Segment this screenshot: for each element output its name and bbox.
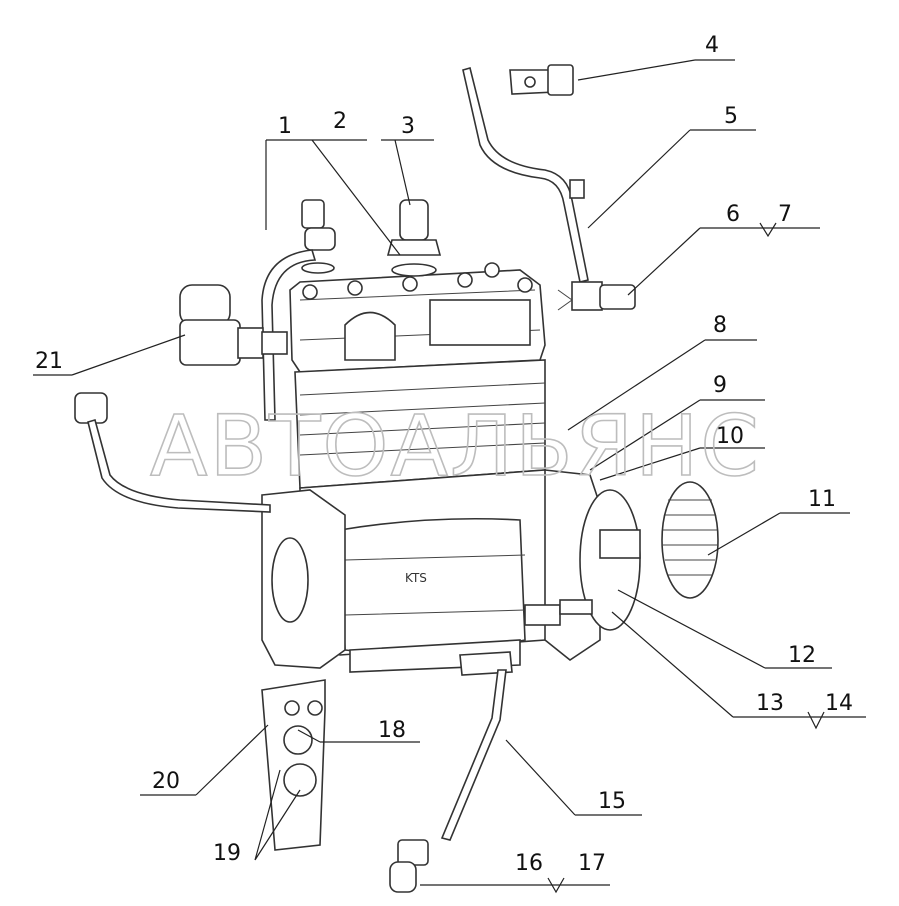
bolt-13	[559, 599, 593, 615]
callout-8: 8	[713, 313, 727, 338]
head-box	[429, 299, 531, 346]
leader-lines	[33, 59, 866, 894]
rear-plate	[579, 489, 641, 631]
fitting-16-17	[389, 839, 429, 893]
top-fitting	[386, 199, 442, 277]
callout-10: 10	[716, 424, 744, 449]
banjo-bolt-4	[509, 64, 574, 96]
callout-2: 2	[333, 109, 347, 134]
callout-4: 4	[705, 33, 719, 58]
watermark: АВТОАЛЬЯНС	[150, 397, 761, 495]
callout-15: 15	[598, 789, 626, 814]
callout-13: 13	[756, 691, 784, 716]
bracket-20	[261, 679, 326, 851]
drive-gear	[661, 481, 719, 599]
callout-17: 17	[578, 851, 606, 876]
fitting-6-7	[557, 281, 636, 311]
callout-7: 7	[778, 202, 792, 227]
pipe-15	[440, 669, 507, 841]
callout-5: 5	[724, 104, 738, 129]
callout-12: 12	[788, 643, 816, 668]
callout-labels: 1 2 3 4 5 6 7 8 9 10 11 12 13 14 15 16 1…	[35, 33, 853, 876]
callout-18: 18	[378, 718, 406, 743]
elbow-fitting	[179, 284, 288, 366]
callout-16: 16	[515, 851, 543, 876]
callout-9: 9	[713, 373, 727, 398]
banjo-bolt-left	[301, 199, 336, 274]
callout-3: 3	[401, 114, 415, 139]
callout-6: 6	[726, 202, 740, 227]
crankcase-barrel	[339, 517, 526, 655]
pipe-left	[74, 392, 271, 513]
callout-11: 11	[808, 487, 836, 512]
pipe-5	[462, 67, 589, 283]
compressor-drawing	[261, 262, 719, 676]
callout-19: 19	[213, 841, 241, 866]
callout-1: 1	[278, 114, 292, 139]
callout-20: 20	[152, 769, 180, 794]
body-mark: KTS	[405, 571, 427, 585]
callout-21: 21	[35, 349, 63, 374]
callout-14: 14	[825, 691, 853, 716]
head-dome	[344, 311, 396, 361]
